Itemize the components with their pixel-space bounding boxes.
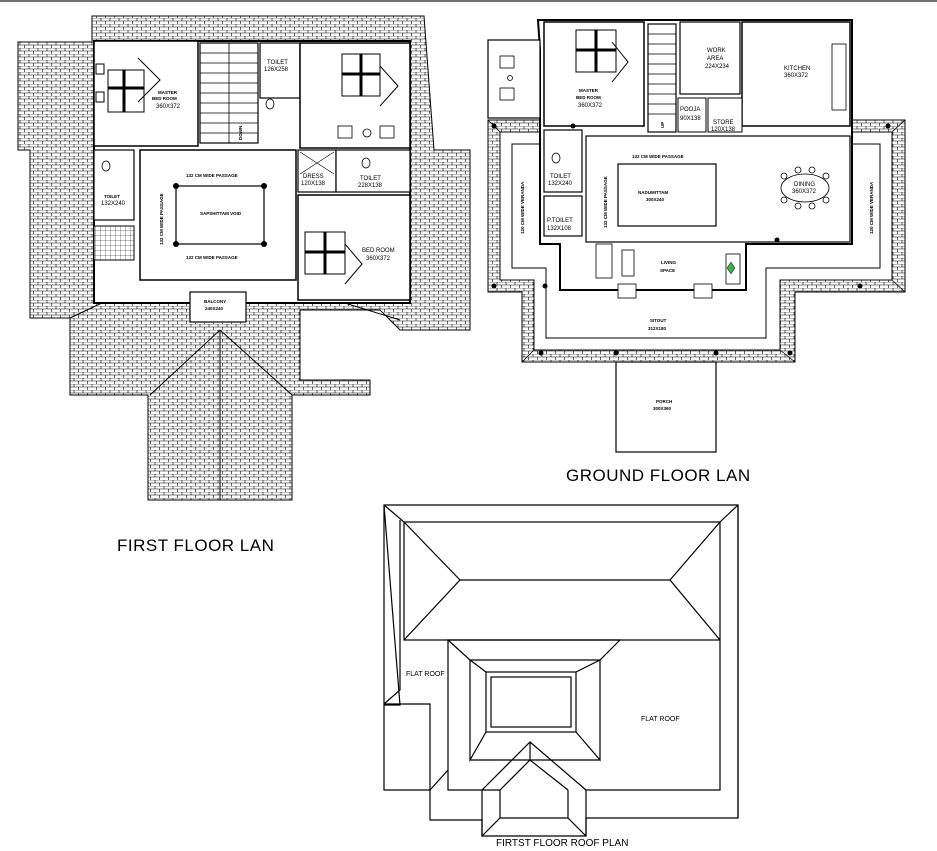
gf-passage-label: 132 CM WIDE PASSAGE bbox=[632, 154, 684, 159]
ff-toilet-left-label: TOILET bbox=[104, 194, 120, 199]
gf-nadumittam-label: NADUMITTAM bbox=[638, 190, 668, 195]
porch bbox=[615, 361, 717, 453]
gf-p-toilet-label: P.TOILET bbox=[547, 218, 573, 224]
gf-work-area-label-2: AREA bbox=[707, 56, 723, 62]
ff-down-label: DOWN bbox=[238, 126, 243, 140]
nadumittam-court bbox=[617, 163, 717, 227]
roof-hip-lines bbox=[69, 284, 401, 500]
roof-plan-title: FIRTST FLOOR ROOF PLAN bbox=[496, 838, 628, 849]
gf-work-area-dim: 224X234 bbox=[705, 64, 730, 70]
ff-dress-dim: 120X138 bbox=[301, 181, 326, 187]
first-floor-title: FIRST FLOOR LAN bbox=[117, 536, 274, 555]
ff-passage-top: 132 CM WIDE PASSAGE bbox=[186, 173, 238, 178]
ff-toilet-right-label: TOILET bbox=[360, 176, 381, 182]
gf-p-toilet-dim: 132X108 bbox=[547, 226, 572, 232]
gf-living-label: LIVING bbox=[661, 260, 677, 265]
gf-veranda-left: 120 CM WIDE VERANDA bbox=[520, 181, 525, 234]
ff-void-label: SAPSHITTAM VOID bbox=[200, 211, 242, 216]
ff-toilet-top-label: TOILET bbox=[267, 60, 288, 66]
gf-master-bedroom-label: MASTER bbox=[579, 88, 599, 93]
gf-pooja-dim: 90X138 bbox=[680, 116, 701, 122]
ff-toilet-top-dim: 126X258 bbox=[264, 67, 289, 73]
gf-sitout-dim: 312X180 bbox=[648, 326, 667, 331]
first-floor-plan: MASTER BED ROOM 360X372 DOWN TOILET 126X… bbox=[17, 15, 471, 501]
gf-nadumittam-dim: 300X240 bbox=[646, 197, 665, 202]
flat-roof-right-label: FLAT ROOF bbox=[641, 716, 680, 723]
roof-plan bbox=[383, 504, 739, 837]
ff-master-bedroom-label: MASTER bbox=[158, 90, 178, 95]
gf-dining-dim: 360X372 bbox=[792, 189, 817, 195]
wc-symbol bbox=[265, 98, 275, 110]
ff-bedroom-dim: 360X372 bbox=[366, 256, 391, 262]
ground-floor-title: GROUND FLOOR LAN bbox=[566, 466, 751, 485]
veranda-columns bbox=[491, 123, 891, 356]
ff-toilet-right-dim: 228X138 bbox=[358, 183, 383, 189]
gf-work-area-label: WORK bbox=[707, 48, 726, 54]
ff-toilet-left-dim: 132X240 bbox=[101, 201, 126, 207]
gf-master-bedroom-label-2: BED ROOM bbox=[576, 95, 601, 100]
bed-symbol-2 bbox=[341, 53, 399, 107]
gf-master-bedroom-dim: 360X372 bbox=[578, 103, 603, 109]
gf-passage-side: 132 CM WIDE PASSAGE bbox=[603, 176, 608, 228]
gf-toilet-label: TOILET bbox=[550, 174, 571, 180]
void-opening bbox=[175, 185, 265, 245]
ff-bedroom-label: BED ROOM bbox=[362, 248, 395, 254]
gf-veranda-right: 120 CM WIDE VERANDA bbox=[869, 181, 874, 234]
gf-living-label-2: SPACE bbox=[660, 268, 675, 273]
gf-porch-label: PORCH bbox=[656, 399, 672, 404]
gf-store-label: STORE bbox=[713, 120, 734, 126]
ff-balcony-dim: 240X240 bbox=[205, 306, 224, 311]
gf-bed-symbol bbox=[575, 29, 629, 83]
gf-pooja-label: POOJA bbox=[680, 107, 700, 113]
gf-staircase bbox=[647, 23, 677, 133]
bed-symbol bbox=[95, 57, 161, 113]
gf-up-label: UP bbox=[660, 122, 665, 128]
ff-dress-label: DRESS bbox=[303, 174, 324, 180]
ff-passage-left: 132 CM WIDE PASSAGE bbox=[159, 193, 164, 245]
gf-porch-dim: 300X360 bbox=[653, 406, 672, 411]
ff-passage-bottom: 132 CM WIDE PASSAGE bbox=[186, 255, 238, 260]
gf-dining-label: DINING bbox=[794, 182, 815, 188]
dining-table bbox=[780, 166, 830, 210]
ground-floor-plan: MASTER BED ROOM 360X372 UP WORK AREA 224… bbox=[487, 19, 906, 453]
gf-sitout-label: SITOUT bbox=[650, 318, 667, 323]
gf-kitchen-label: KITCHEN bbox=[784, 66, 810, 72]
ff-master-bedroom-dim: 360X372 bbox=[156, 104, 181, 110]
ff-balcony-label: BALCONY bbox=[204, 299, 226, 304]
gf-store-dim: 120X138 bbox=[711, 127, 736, 133]
staircase bbox=[199, 42, 259, 144]
gf-toilet-dim: 132X240 bbox=[548, 181, 573, 187]
sofa-chairs bbox=[337, 125, 395, 139]
ff-master-bedroom-label-2: BED ROOM bbox=[152, 96, 177, 101]
bed-symbol-3 bbox=[304, 231, 363, 285]
flat-roof-left-label: FLAT ROOF bbox=[406, 671, 445, 678]
gf-kitchen-dim: 360X372 bbox=[784, 73, 809, 79]
